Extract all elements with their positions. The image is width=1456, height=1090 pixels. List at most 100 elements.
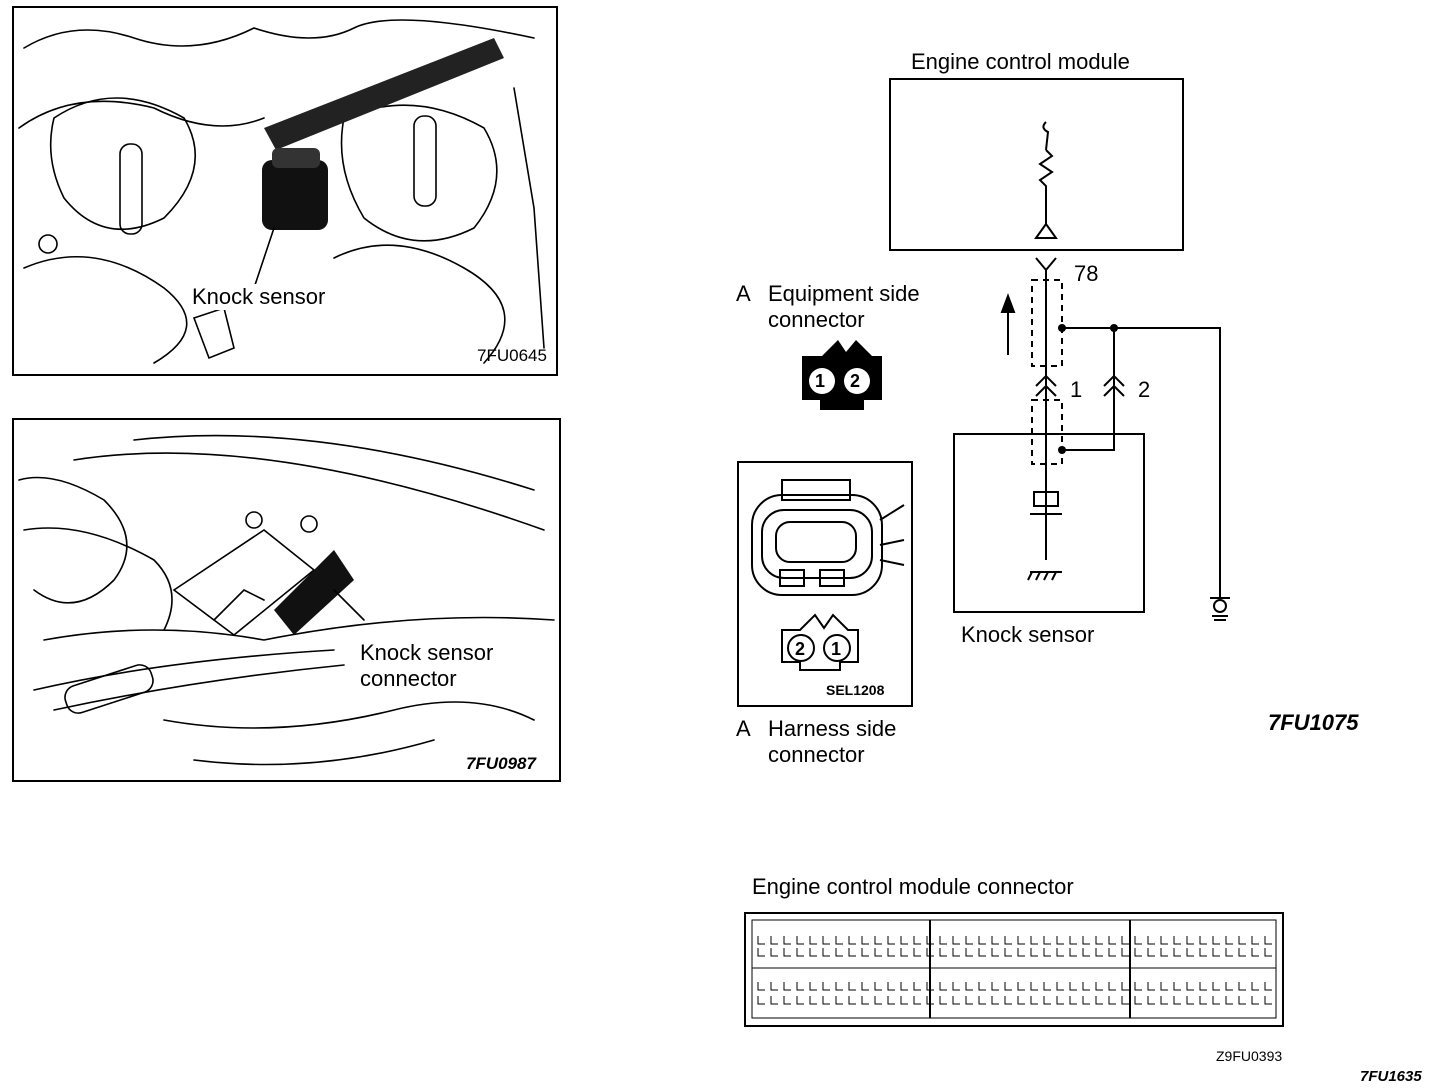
connector-pin — [965, 948, 973, 957]
connector-pin — [900, 936, 908, 945]
connector-pin — [1004, 996, 1012, 1005]
connector-pin — [991, 936, 999, 945]
connector-pin — [1186, 996, 1194, 1005]
connector-pin — [809, 948, 817, 957]
connector-pin — [978, 936, 986, 945]
connector-pin — [1043, 948, 1051, 957]
connector-pin — [1264, 948, 1272, 957]
connector-pin — [783, 982, 791, 991]
connector-pin — [770, 982, 778, 991]
connector-pin — [822, 982, 830, 991]
connector-pin — [822, 996, 830, 1005]
connector-pin — [1108, 982, 1116, 991]
harness-connector-drawing — [751, 479, 905, 596]
equipment-pin-1: 1 — [815, 371, 826, 391]
connector-pin — [1173, 996, 1181, 1005]
connector-pin — [848, 996, 856, 1005]
connector-pin — [1095, 982, 1103, 991]
connector-pin — [887, 996, 895, 1005]
connector-pin — [1238, 996, 1246, 1005]
connector-pin — [1082, 996, 1090, 1005]
connector-pin — [1108, 936, 1116, 945]
connector-pin — [1134, 982, 1142, 991]
connector-pin — [1264, 936, 1272, 945]
connector-pin — [1108, 996, 1116, 1005]
knock-sensor-connector-label-line2: connector — [360, 666, 457, 692]
connector-pin — [1173, 982, 1181, 991]
connector-pin — [1251, 996, 1259, 1005]
connector-pin — [991, 948, 999, 957]
connector-pin — [1082, 948, 1090, 957]
connector-pin — [1069, 982, 1077, 991]
harness-connector-code: SEL1208 — [826, 682, 885, 698]
connector-pin — [757, 936, 765, 945]
connector-pin — [1147, 996, 1155, 1005]
connector-pin — [965, 936, 973, 945]
connector-pin — [1082, 936, 1090, 945]
connector-pin — [1147, 936, 1155, 945]
connector-pin — [1056, 982, 1064, 991]
connector-pin — [1095, 996, 1103, 1005]
connector-pin — [939, 982, 947, 991]
connector-pin — [1238, 982, 1246, 991]
connector-pin — [1147, 982, 1155, 991]
connector-pin — [848, 982, 856, 991]
connector-pin — [1160, 982, 1168, 991]
connector-pin — [861, 982, 869, 991]
connector-illustration — [18, 434, 555, 766]
connector-pin — [1121, 948, 1129, 957]
knock-sensor-box — [953, 433, 1145, 613]
ecm-box — [889, 78, 1184, 251]
connector-pin — [887, 936, 895, 945]
page-code: 7FU1635 — [1360, 1068, 1422, 1085]
connector-pin — [887, 982, 895, 991]
pin-2-label: 2 — [1138, 377, 1151, 402]
connector-pin — [1004, 982, 1012, 991]
connector-pin — [770, 936, 778, 945]
connector-pin — [848, 936, 856, 945]
connector-pin — [874, 948, 882, 957]
connector-pin — [1212, 982, 1220, 991]
connector-pin — [1160, 996, 1168, 1005]
connector-pin — [1199, 996, 1207, 1005]
connector-pin — [861, 948, 869, 957]
terminal-78-label: 78 — [1074, 261, 1099, 286]
pin-1-label: 1 — [1070, 377, 1083, 402]
equipment-pin-2: 2 — [850, 371, 861, 391]
connector-pin — [796, 982, 804, 991]
connector-pin — [874, 996, 882, 1005]
connector-pin — [809, 982, 817, 991]
connector-pin — [1056, 948, 1064, 957]
connector-pin — [1238, 948, 1246, 957]
connector-pin — [926, 982, 934, 991]
connector-pin — [900, 982, 908, 991]
engine-illustration — [18, 19, 545, 364]
equipment-connector-label-line2: connector — [768, 307, 865, 332]
connector-pin — [757, 996, 765, 1005]
connector-pin — [926, 996, 934, 1005]
connector-pin — [783, 996, 791, 1005]
connector-pin — [848, 948, 856, 957]
ecm-connector-code: Z9FU0393 — [1216, 1048, 1283, 1064]
knock-sensor-label: Knock sensor — [192, 284, 326, 310]
connector-pin — [783, 948, 791, 957]
connector-pin — [939, 936, 947, 945]
connector-pin — [835, 996, 843, 1005]
connector-pin — [1225, 948, 1233, 957]
connector-pin — [952, 948, 960, 957]
connector-pin — [1030, 936, 1038, 945]
equipment-side-connector-icon — [802, 340, 882, 410]
connector-pin — [913, 948, 921, 957]
connector-pin — [1121, 936, 1129, 945]
connector-pin — [1173, 936, 1181, 945]
connector-pin — [1056, 936, 1064, 945]
connector-pin — [1108, 948, 1116, 957]
connector-pin — [796, 948, 804, 957]
connector-pin — [952, 996, 960, 1005]
harness-connector-frame — [737, 461, 913, 707]
connector-pin — [1095, 948, 1103, 957]
connector-pin — [1238, 936, 1246, 945]
connector-pin — [1212, 936, 1220, 945]
connector-pin — [1251, 936, 1259, 945]
equipment-connector-prefix: A — [736, 281, 751, 306]
